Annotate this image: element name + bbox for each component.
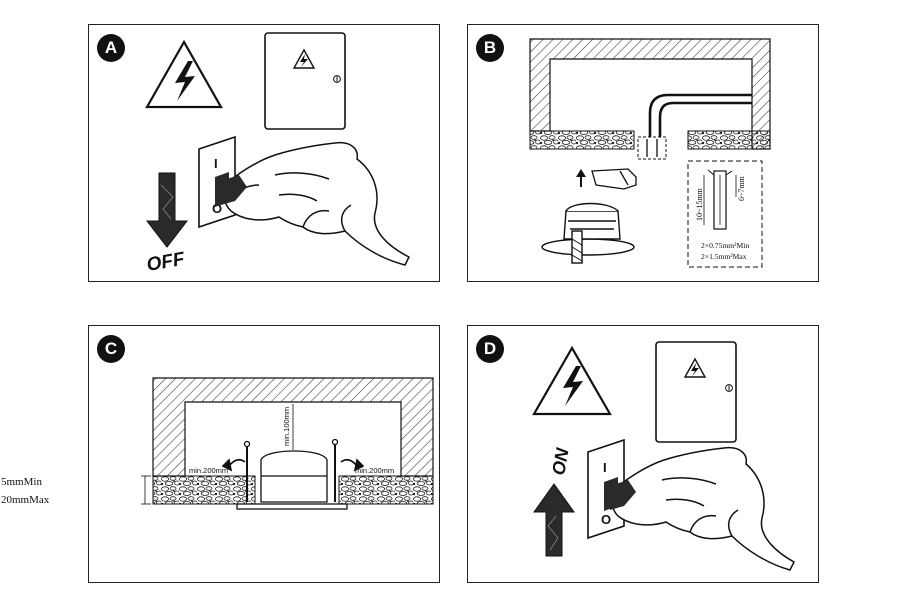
downlight-fixture-icon (541, 202, 635, 264)
meter-cabinet-icon (655, 341, 737, 443)
ceiling-max-label: 20mmMax (1, 494, 50, 506)
switch-off-mark: O (212, 201, 222, 216)
panel-a-switch-off: A I O (88, 24, 440, 282)
switch-on-mark: I (603, 460, 607, 475)
meter-cabinet-icon (264, 32, 346, 130)
strip-length-label: 6~7mm (737, 175, 746, 201)
top-clearance-label: min.100mm (282, 407, 291, 446)
action-text-off: OFF (145, 248, 187, 276)
panel-b-wiring: B (467, 24, 819, 282)
ceiling-cavity-icon (152, 377, 434, 505)
step-badge-d: D (476, 335, 504, 363)
electric-hazard-warning-icon (532, 345, 612, 416)
spring-clip-arrow-icon (221, 458, 365, 472)
step-badge-a: A (97, 34, 125, 62)
switch-off-mark: O (601, 512, 611, 527)
step-badge-c: C (97, 335, 125, 363)
ceiling-cavity-icon (529, 38, 771, 150)
cable-max-label: 2×1.5mm²Max (701, 252, 747, 261)
action-text-on: ON (548, 446, 573, 477)
wire-strip-detail (687, 160, 763, 268)
switch-on-mark: I (214, 156, 218, 171)
right-clearance-label: min.200mm (355, 466, 394, 475)
hand-icon (610, 446, 795, 571)
cable-min-label: 2×0.75mm²Min (701, 241, 749, 250)
panel-d-switch-on: D I O ON (467, 325, 819, 583)
step-badge-b: B (476, 34, 504, 62)
left-clearance-label: min.200mm (189, 466, 228, 475)
ceiling-min-label: 5mmMin (1, 476, 42, 488)
hand-icon (222, 141, 410, 266)
downlight-fixture-icon (236, 438, 348, 510)
mains-cable-icon (648, 93, 752, 137)
arrow-up-icon (576, 169, 586, 187)
panel-c-installation: C (1, 325, 440, 583)
electric-hazard-warning-icon (145, 39, 223, 109)
terminal-block-icon (591, 168, 637, 190)
arrow-down-icon (145, 172, 189, 248)
arrow-up-icon (533, 483, 575, 557)
wire-length-label: 10~15mm (695, 187, 704, 221)
